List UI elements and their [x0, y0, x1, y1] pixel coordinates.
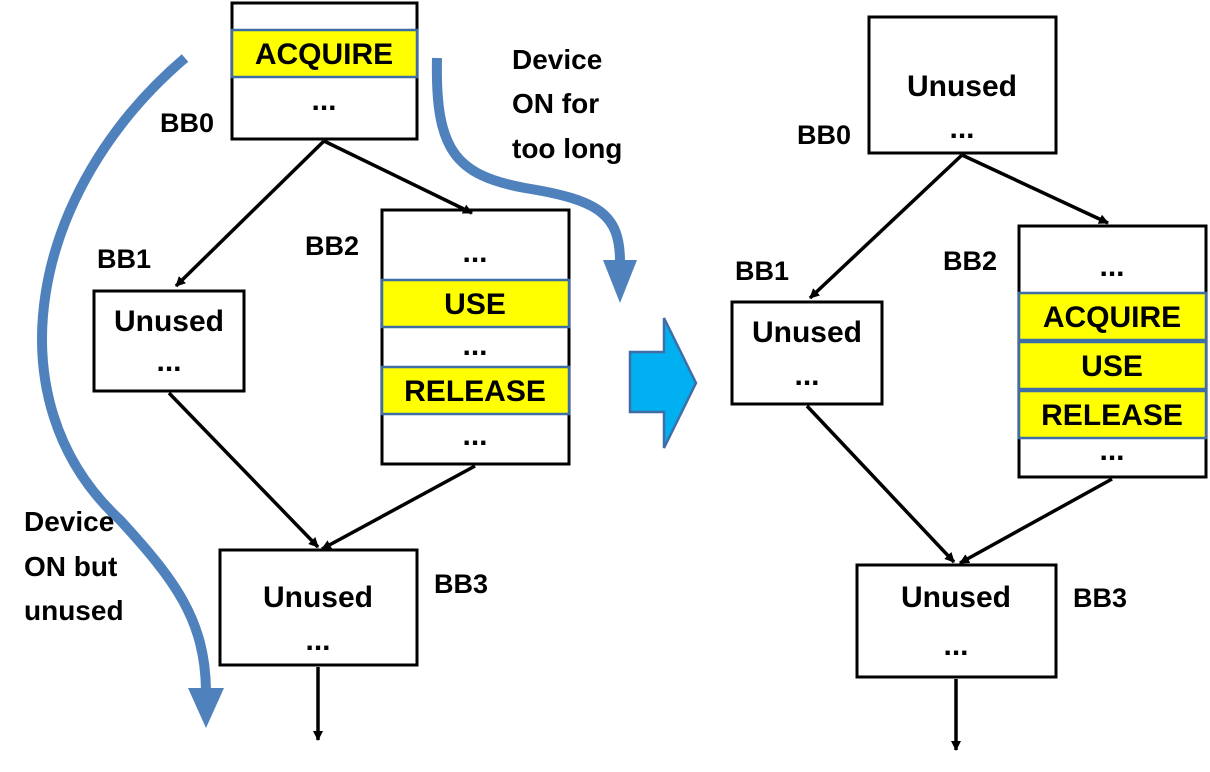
left-bb1-title: Unused	[114, 305, 224, 338]
right-bb3-title: Unused	[901, 581, 1011, 614]
left-bb0-block: ACQUIRE ...	[230, 1, 419, 141]
right-bb2-row-use: USE	[1081, 350, 1143, 383]
left-bb0-row-dots: ...	[311, 84, 336, 117]
right-bb0-dots: ...	[949, 112, 974, 145]
svg-text:ON but: ON but	[24, 551, 117, 582]
left-flow-unused-path	[37, 54, 211, 691]
right-bb2-release-row	[1017, 389, 1208, 440]
right-bb0-label: BB0	[797, 120, 851, 150]
left-bb2-block: ... USE ... RELEASE ...	[380, 208, 571, 466]
right-bb2-block: ... ACQUIRE USE RELEASE ...	[1017, 224, 1208, 479]
left-bb1-label: BB1	[97, 244, 151, 274]
right-bb2-row-acquire: ACQUIRE	[1043, 301, 1181, 334]
right-bb2-row-release: RELEASE	[1041, 399, 1183, 432]
right-bb0-block: Unused ...	[867, 15, 1058, 155]
right-bb2-acquire-row	[1017, 291, 1208, 342]
right-edge-bb0-bb2	[961, 153, 1109, 225]
right-bb1-title: Unused	[752, 316, 862, 349]
right-bb1-dots: ...	[794, 359, 819, 392]
left-bb2-row-dots-3: ...	[462, 419, 487, 452]
left-bb3-dots: ...	[305, 624, 330, 657]
left-bb2-use-row	[380, 278, 571, 329]
left-bb2-label: BB2	[305, 231, 359, 261]
right-bb2-row-dots-1: ...	[1099, 250, 1124, 283]
left-bb0-row-acquire: ACQUIRE	[255, 38, 393, 71]
left-bb2-row-use: USE	[444, 288, 506, 321]
left-flow-toolong-arrowhead	[603, 260, 637, 303]
right-edge-bb2-bb3	[959, 477, 1113, 565]
left-bb2-release-row	[380, 365, 571, 416]
left-bb3-label: BB3	[434, 569, 488, 599]
right-bb1-block: Unused ...	[730, 300, 884, 406]
svg-text:Device: Device	[512, 44, 602, 75]
left-bb1-block: Unused ...	[92, 289, 246, 393]
left-bb1-dots: ...	[156, 345, 181, 378]
svg-text:Device: Device	[24, 506, 114, 537]
left-edge-bb2-bb3	[321, 464, 476, 551]
left-flow-toolong-path	[431, 57, 625, 263]
right-bb2-row-dots-2: ...	[1099, 434, 1124, 467]
right-edge-bb1-bb3	[805, 404, 956, 564]
left-bb3-block: Unused ...	[218, 548, 419, 667]
right-bb3-block: Unused ...	[855, 563, 1058, 679]
right-cfg: Unused ... BB0 Unused ... BB1 ... ACQUIR…	[730, 15, 1208, 751]
left-bb0-acquire-row	[230, 28, 419, 79]
left-bb2-row-dots-2: ...	[462, 329, 487, 362]
left-edge-bb0-bb2	[323, 139, 473, 215]
left-bb3-title: Unused	[263, 581, 373, 614]
note-device-on-too-long: Device ON for too long	[512, 44, 622, 164]
right-bb3-label: BB3	[1073, 583, 1127, 613]
right-bb2-label: BB2	[943, 246, 997, 276]
left-edge-bb1-bb3	[167, 391, 320, 549]
transform-arrow	[628, 317, 698, 449]
note-device-on-but-unused: Device ON but unused	[24, 506, 124, 626]
right-edge-bb0-bb1	[808, 153, 964, 300]
svg-text:unused: unused	[24, 595, 124, 626]
right-bb3-dots: ...	[943, 629, 968, 662]
left-cfg: ACQUIRE ... BB0 Unused ... BB1 ... USE .…	[24, 1, 637, 741]
left-bb2-row-release: RELEASE	[404, 375, 546, 408]
right-bb1-label: BB1	[735, 256, 789, 286]
svg-text:too long: too long	[512, 133, 622, 164]
left-bb2-row-dots-1: ...	[462, 236, 487, 269]
right-bb0-title: Unused	[907, 70, 1017, 103]
right-bb2-use-row	[1017, 340, 1208, 391]
left-flow-unused-arrowhead	[188, 688, 224, 728]
left-edge-bb0-bb1	[174, 139, 326, 288]
svg-text:ON for: ON for	[512, 88, 599, 119]
left-bb0-label: BB0	[160, 108, 214, 138]
